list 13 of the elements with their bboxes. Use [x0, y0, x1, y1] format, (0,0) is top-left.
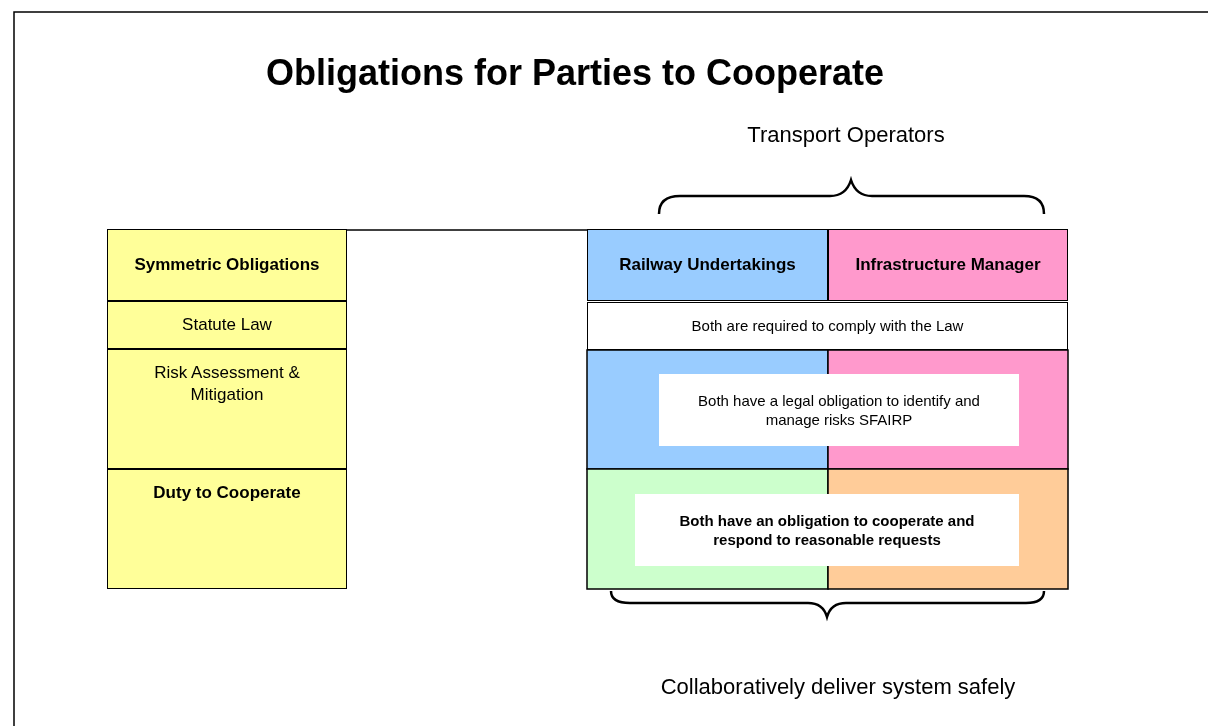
statement-bar: Both are required to comply with the Law — [587, 302, 1068, 350]
statement-panel: Both have a legal obligation to identify and manage risks SFAIRP — [659, 374, 1019, 446]
connector-line — [346, 229, 588, 231]
header-cell: Infrastructure Manager — [828, 229, 1068, 301]
row-cell: Statute Law — [107, 301, 347, 349]
title: Obligations for Parties to Cooperate — [265, 52, 885, 94]
brace-label: Collaboratively deliver system safely — [660, 674, 1016, 700]
header-cell: Symmetric Obligations — [107, 229, 347, 301]
statement-panel: Both have an obligation to cooperate and respond to reasonable requests — [635, 494, 1019, 566]
row-cell: Duty to Cooperate — [107, 469, 347, 589]
brace-label: Transport Operators — [747, 122, 945, 148]
header-cell: Railway Undertakings — [587, 229, 828, 301]
row-cell: Risk Assessment & Mitigation — [107, 349, 347, 469]
